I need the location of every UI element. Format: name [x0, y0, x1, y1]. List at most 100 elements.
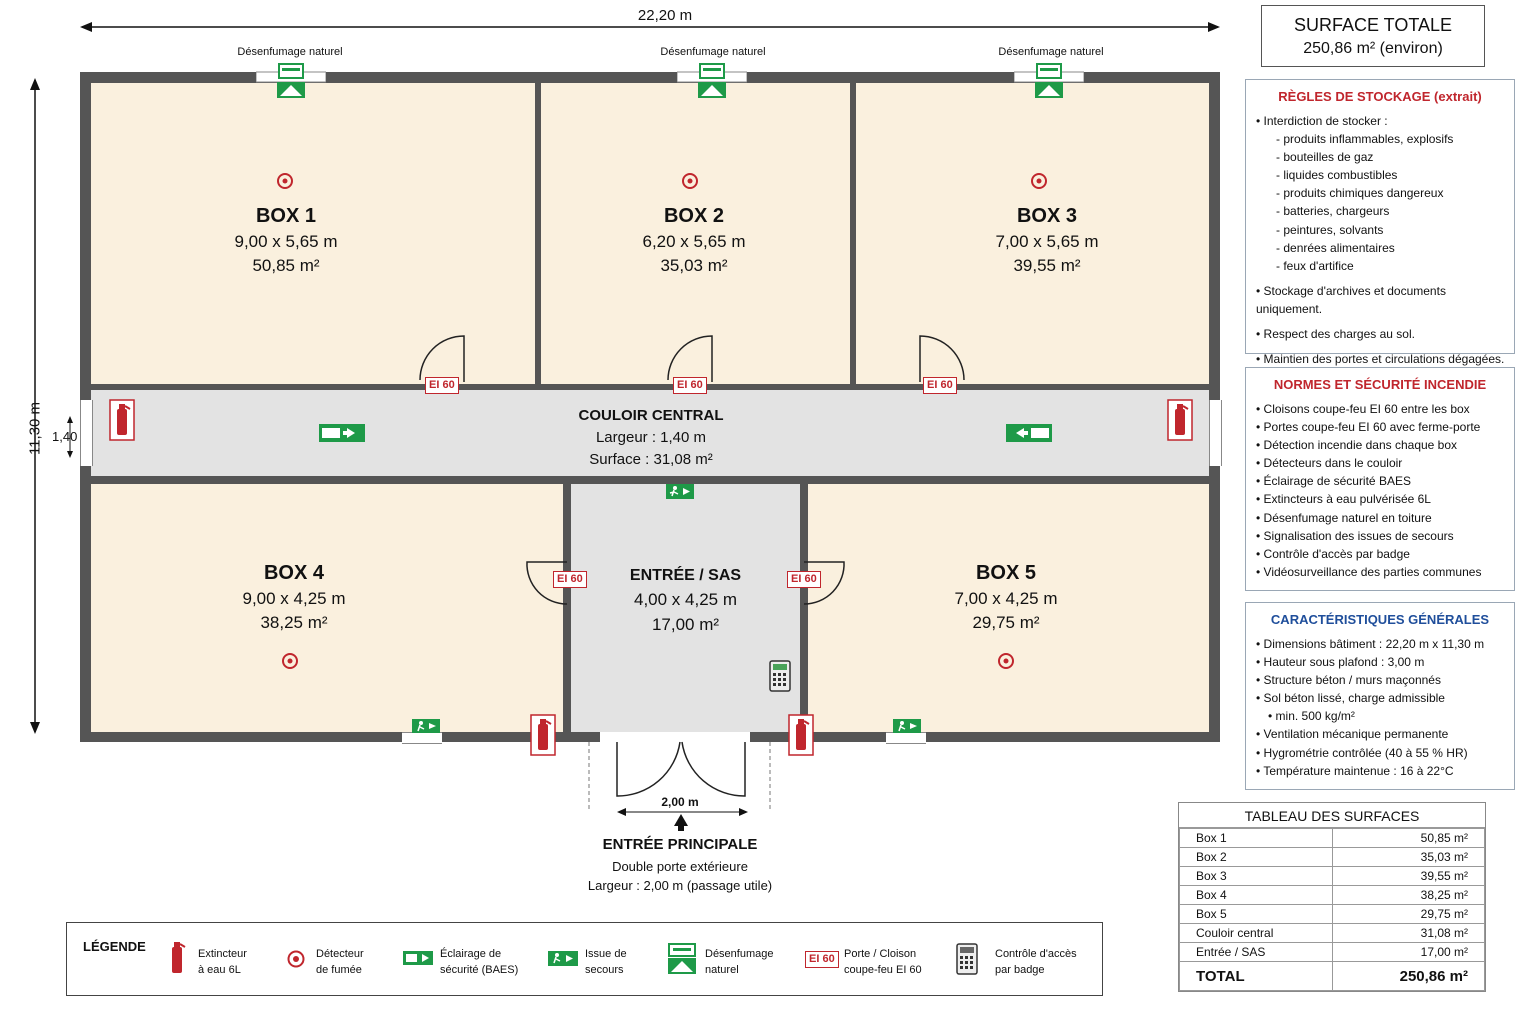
- general-item: Hauteur sous plafond : 3,00 m: [1256, 653, 1514, 671]
- surface-row-label: Box 2: [1179, 847, 1333, 867]
- corridor-title: COULOIR CENTRAL: [578, 407, 724, 424]
- box-4: BOX 4 9,00 x 4,25 m 38,25 m²: [91, 484, 563, 732]
- main-entrance-line-1: Double porte extérieure: [612, 859, 748, 874]
- fire-safety-item: Éclairage de sécurité BAES: [1256, 472, 1514, 490]
- storage-rules-panel: RÈGLES DE STOCKAGE (extrait) Interdictio…: [1245, 79, 1515, 366]
- general-title: CARACTÉRISTIQUES GÉNÉRALES: [1270, 612, 1490, 627]
- box-5-dims: 7,00 x 4,25 m: [954, 589, 1058, 608]
- box-3: BOX 3 7,00 x 5,65 m 39,55 m²: [856, 83, 1209, 384]
- fire-safety-item: Contrôle d'accès par badge: [1256, 545, 1514, 563]
- fire-extinguisher-icon: [1167, 399, 1193, 441]
- fire-extinguisher-icon: [172, 942, 186, 973]
- surface-row-label: Box 5: [1179, 904, 1333, 924]
- fire-door-tag-box-1: EI 60: [425, 377, 459, 394]
- entry-dims: 4,00 x 4,25 m: [633, 590, 737, 609]
- fire-safety-list: Cloisons coupe-feu EI 60 entre les box P…: [1256, 400, 1514, 581]
- surface-total-title: SURFACE TOTALE: [1293, 15, 1453, 35]
- box-2-area: 35,03 m²: [660, 256, 728, 275]
- storage-rule: Maintien des portes et circulations déga…: [1256, 350, 1514, 368]
- fire-safety-item: Détection incendie dans chaque box: [1256, 436, 1514, 454]
- surface-row-value: 35,03 m²: [1332, 847, 1485, 867]
- main-door-opening: [600, 732, 750, 744]
- box-3-name: BOX 3: [1016, 205, 1078, 227]
- dimension-lines: [30, 22, 1220, 831]
- entry-title: ENTRÉE / SAS: [629, 567, 742, 584]
- total-value: 250,86 m²: [1332, 961, 1485, 991]
- box-2-dims: 6,20 x 5,65 m: [642, 232, 746, 251]
- box-2-name: BOX 2: [663, 205, 725, 227]
- fire-door-tag-box-5: EI 60: [787, 571, 821, 588]
- emergency-light-icon: [1006, 424, 1052, 442]
- smoke-vent-label-1: Désenfumage naturel: [237, 46, 343, 58]
- total-label: TOTAL: [1179, 961, 1333, 991]
- general-item: Hygrométrie contrôlée (40 à 55 % HR): [1256, 744, 1514, 762]
- forbidden-item: denrées alimentaires: [1256, 239, 1514, 257]
- surface-row-label: Entrée / SAS: [1179, 942, 1333, 962]
- smoke-detector-icon: [682, 173, 698, 189]
- corridor-window-right: [1209, 400, 1222, 466]
- box-1-dims: 9,00 x 5,65 m: [234, 232, 338, 251]
- smoke-vent-icon: [1014, 63, 1084, 98]
- main-entrance-line-2: Largeur : 2,00 m (passage utile): [587, 878, 773, 893]
- entry-sas: ENTRÉE / SAS 4,00 x 4,25 m 17,00 m²: [571, 484, 800, 732]
- fire-door-tag-box-4: EI 60: [553, 571, 587, 588]
- surface-table-total-row: TOTAL 250,86 m²: [1179, 961, 1485, 991]
- box-5-area: 29,75 m²: [972, 613, 1040, 632]
- smoke-detector-icon: [998, 653, 1014, 669]
- surface-row-value: 39,55 m²: [1332, 866, 1485, 886]
- forbidden-item: liquides combustibles: [1256, 166, 1514, 184]
- fire-safety-title: NORMES ET SÉCURITÉ INCENDIE: [1273, 377, 1487, 392]
- storage-rule: Stockage d'archives et documents uniquem…: [1256, 282, 1514, 318]
- surface-row-value: 50,85 m²: [1332, 828, 1485, 848]
- storage-rules-title: RÈGLES DE STOCKAGE (extrait): [1278, 89, 1482, 104]
- fire-safety-item: Extincteurs à eau pulvérisée 6L: [1256, 490, 1514, 508]
- surface-total-box: SURFACE TOTALE 250,86 m² (environ): [1261, 5, 1485, 67]
- box-5: BOX 5 7,00 x 4,25 m 29,75 m²: [808, 484, 1209, 732]
- corridor-width: Largeur : 1,40 m: [595, 429, 707, 446]
- emergency-exit-icon: [666, 484, 694, 499]
- width-dimension: 22,20 m: [637, 7, 693, 24]
- fire-safety-item: Portes coupe-feu EI 60 avec ferme-porte: [1256, 418, 1514, 436]
- fire-extinguisher-icon: [530, 714, 556, 756]
- surface-row-label: Couloir central: [1179, 923, 1333, 943]
- smoke-detector-icon: [287, 950, 305, 968]
- surface-row-value: 38,25 m²: [1332, 885, 1485, 905]
- door-swings: [419, 335, 965, 797]
- fire-door-tag-legend: EI 60: [805, 951, 839, 968]
- entrance-width-dimension: 2,00 m: [640, 795, 720, 809]
- emergency-light-icon: [319, 424, 365, 442]
- emergency-exit-icon: [893, 719, 921, 733]
- forbidden-item: batteries, chargeurs: [1256, 202, 1514, 220]
- general-characteristics-panel: CARACTÉRISTIQUES GÉNÉRALES Dimensions bâ…: [1245, 602, 1515, 790]
- corridor-window-left: [80, 400, 93, 466]
- emergency-exit-icon: [412, 719, 440, 733]
- box-4-area: 38,25 m²: [260, 613, 328, 632]
- fire-extinguisher-icon: [788, 714, 814, 756]
- general-item: Température maintenue : 16 à 22°C: [1256, 762, 1514, 780]
- general-list: Dimensions bâtiment : 22,20 m x 11,30 m …: [1256, 635, 1514, 780]
- fire-safety-item: Désenfumage naturel en toiture: [1256, 509, 1514, 527]
- general-item: Dimensions bâtiment : 22,20 m x 11,30 m: [1256, 635, 1514, 653]
- fire-door-tag-box-2: EI 60: [673, 377, 707, 394]
- badge-reader-icon: [956, 943, 978, 975]
- fire-extinguisher-icon: [109, 399, 135, 441]
- surface-row-value: 17,00 m²: [1332, 942, 1485, 962]
- box-1-name: BOX 1: [255, 205, 317, 227]
- entry-area: 17,00 m²: [651, 615, 720, 634]
- box-1-area: 50,85 m²: [252, 256, 320, 275]
- box-3-area: 39,55 m²: [1013, 256, 1081, 275]
- fire-safety-item: Signalisation des issues de secours: [1256, 527, 1514, 545]
- surface-total-value: 250,86 m² (environ): [1303, 40, 1443, 57]
- general-item: Ventilation mécanique permanente: [1256, 725, 1514, 743]
- surface-table-title: TABLEAU DES SURFACES: [1179, 803, 1485, 828]
